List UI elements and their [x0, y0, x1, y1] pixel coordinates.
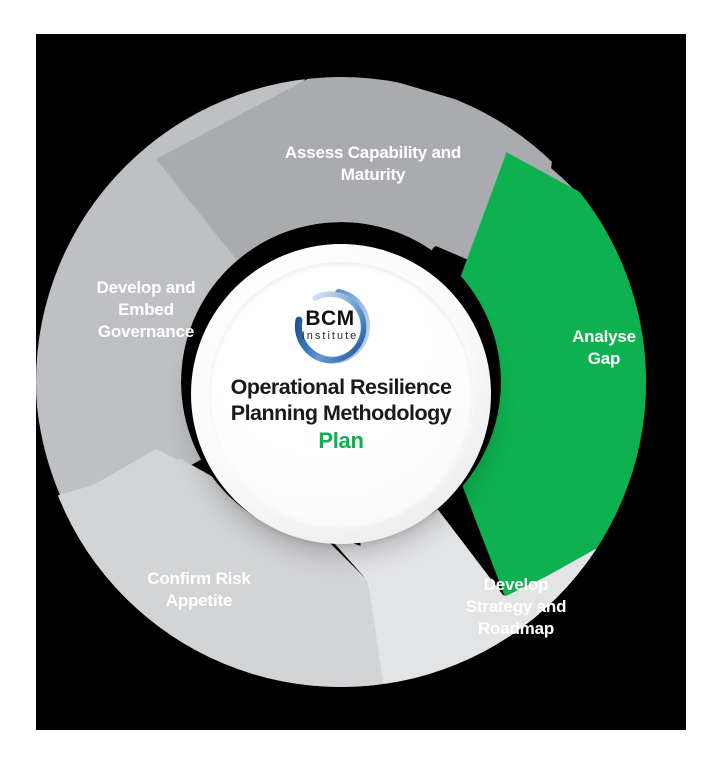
logo-line-institute: Institute — [301, 330, 359, 342]
operational-resilience-wheel-diagram: Assess Capability and Maturity Analyse G… — [36, 34, 686, 730]
logo-line-bcm: BCM — [305, 307, 355, 330]
bcm-institute-logo: BCM Institute — [289, 288, 393, 366]
center-hub-inner: BCM Institute Operational Resilience Pla… — [209, 262, 473, 526]
diagram-title: Operational Resilience Planning Methodol… — [230, 375, 452, 426]
center-hub: BCM Institute Operational Resilience Pla… — [191, 244, 491, 544]
bcm-institute-wordmark: BCM Institute — [293, 308, 367, 344]
bcm-swoosh-icon — [294, 289, 370, 364]
diagram-phase-label: Plan — [318, 428, 364, 454]
